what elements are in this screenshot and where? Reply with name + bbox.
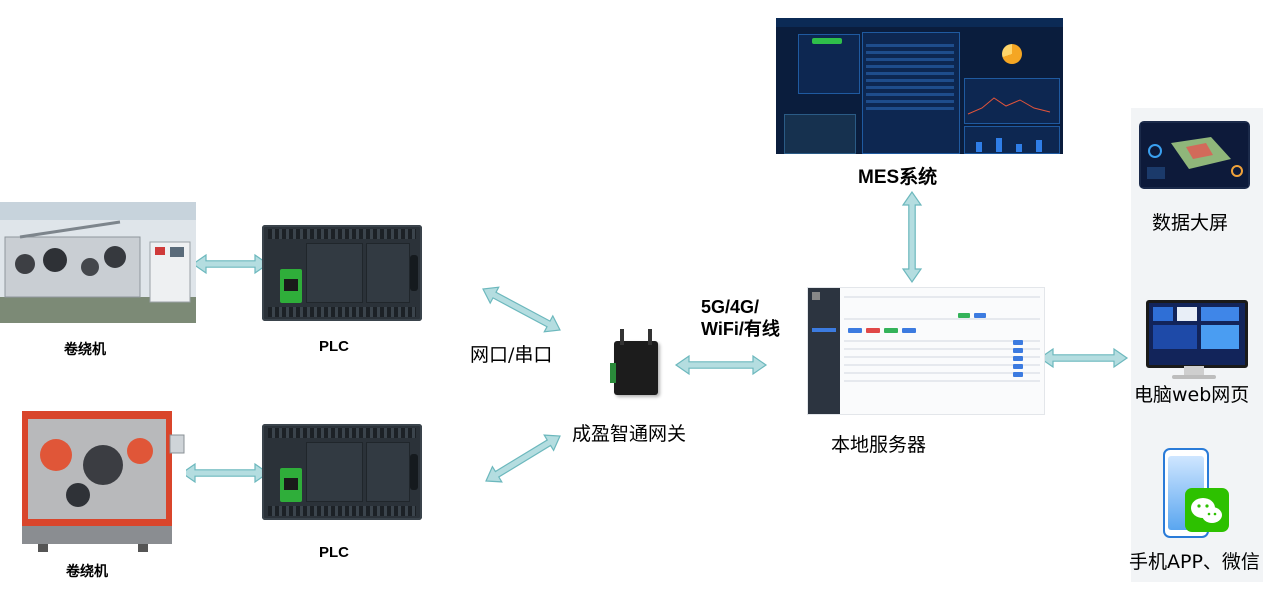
link-label-plc-gateway: 网口/串口 xyxy=(470,344,553,366)
server-label: 本地服务器 xyxy=(831,434,927,456)
gateway-label: 成盈智通网关 xyxy=(572,423,687,445)
plc-device-bottom xyxy=(262,424,422,520)
arrow-gateway-server xyxy=(674,354,768,376)
arrow-server-clients xyxy=(1038,347,1129,369)
arrow-machine2-plc2 xyxy=(180,462,270,484)
mes-label: MES系统 xyxy=(858,167,938,188)
gateway-device xyxy=(610,329,658,395)
wechat-icon xyxy=(1185,488,1229,532)
plc-label-top: PLC xyxy=(319,338,349,355)
plc-label-bottom: PLC xyxy=(319,544,349,561)
client-label-web: 电脑web网页 xyxy=(1134,384,1250,406)
client-label-app: 手机APP、微信 xyxy=(1129,551,1260,573)
plc-device-top xyxy=(262,225,422,321)
arrow-plc1-gateway xyxy=(482,286,561,333)
machine-label-bottom: 卷绕机 xyxy=(66,563,108,579)
mes-dashboard-screenshot xyxy=(776,18,1063,154)
monitor-base-icon xyxy=(1172,375,1216,379)
winding-machine-photo-top xyxy=(0,202,196,323)
link-label-gateway-server: 5G/4G/ WiFi/有线 xyxy=(701,297,780,339)
machine-label-top: 卷绕机 xyxy=(64,341,106,357)
arrow-plc2-gateway xyxy=(485,434,561,483)
client-label-big-screen: 数据大屏 xyxy=(1152,212,1229,234)
monitor-stand-icon xyxy=(1184,366,1204,376)
computer-monitor-icon xyxy=(1146,300,1248,368)
arrow-machine1-plc1 xyxy=(191,253,270,275)
arrow-server-mes xyxy=(901,190,923,284)
winding-machine-photo-bottom xyxy=(18,405,186,555)
local-server-web-screenshot xyxy=(807,287,1045,415)
big-screen-icon xyxy=(1141,123,1248,187)
